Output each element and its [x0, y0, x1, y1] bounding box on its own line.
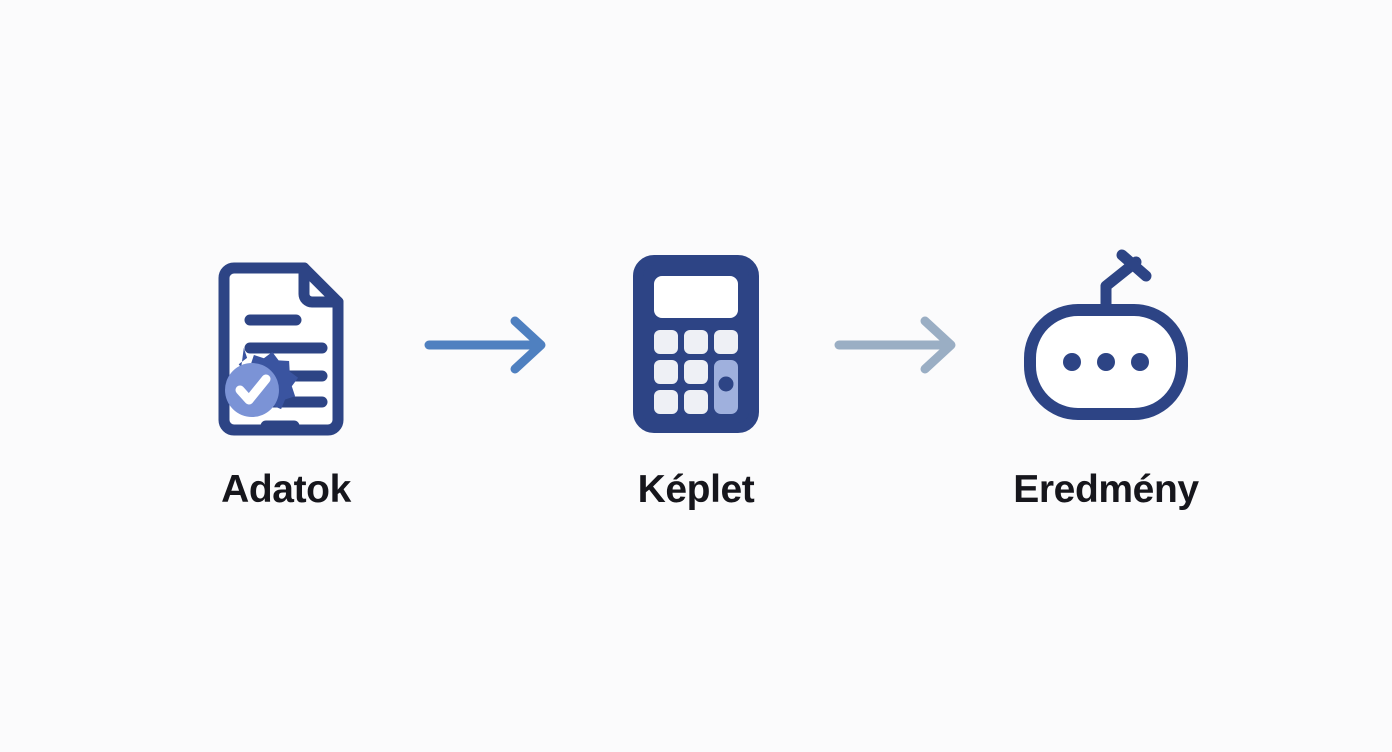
arrow-formula-to-result [821, 310, 981, 380]
arrow-right-icon [424, 316, 546, 374]
calculator-icon [596, 244, 796, 444]
flow-step-formula[interactable]: Képlet [571, 244, 821, 509]
robot-antenna-icon [1100, 249, 1152, 315]
arrow-data-to-formula [411, 310, 571, 380]
calculator-display [654, 275, 738, 318]
robot-dots [1063, 352, 1149, 371]
flow-step-result[interactable]: Eredmény [981, 244, 1231, 509]
verified-check-badge-icon [225, 347, 299, 417]
verified-document-icon [186, 244, 386, 444]
robot-head-icon [1006, 244, 1206, 444]
flow-step-label-data: Adatok [221, 467, 351, 511]
flow-step-label-result: Eredmény [1013, 467, 1199, 511]
flow-step-data[interactable]: Adatok [161, 244, 411, 509]
arrow-right-icon [834, 316, 956, 374]
flow-step-label-formula: Képlet [637, 467, 755, 511]
calculator-keypad [654, 329, 738, 414]
folded-corner-icon [298, 262, 344, 307]
